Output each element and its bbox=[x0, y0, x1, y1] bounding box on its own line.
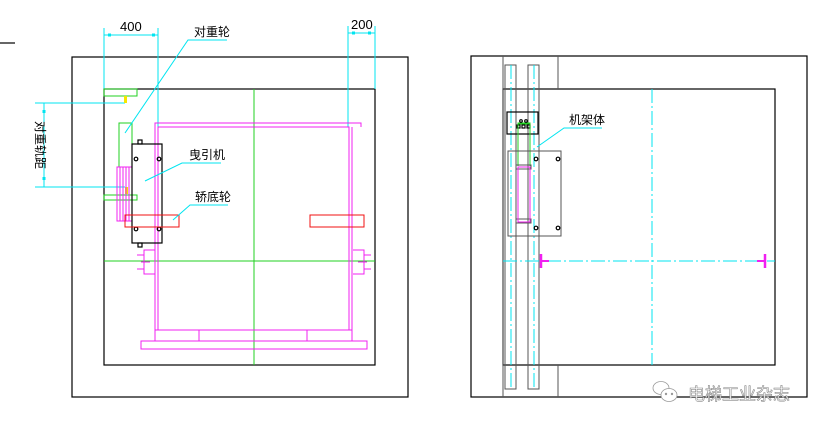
shaft-inner-wall bbox=[502, 88, 776, 366]
label-machine-frame: 机架体 bbox=[536, 113, 605, 148]
cw-rail-top bbox=[124, 96, 127, 103]
label-counterweight-sheave: 对重轮 bbox=[124, 25, 230, 134]
car-guide-left bbox=[137, 249, 155, 275]
dimension-200-text: 200 bbox=[351, 17, 373, 32]
svg-text:对重轮: 对重轮 bbox=[194, 25, 230, 39]
dimension-400: 400 bbox=[103, 19, 159, 127]
ropes bbox=[116, 166, 133, 222]
label-car-bottom-sheave: 轿底轮 bbox=[172, 189, 231, 221]
cw-rail-gauge-dimension: 对重轨距 bbox=[33, 102, 125, 188]
wechat-icon bbox=[652, 381, 678, 402]
shaft-inner-wall bbox=[103, 88, 376, 366]
car-guide-right bbox=[353, 249, 371, 275]
machine-head bbox=[506, 111, 539, 135]
watermark: 电梯工业杂志 bbox=[652, 381, 790, 405]
cw-rail-bracket-top bbox=[103, 88, 138, 97]
car-bottom-sheave-left bbox=[124, 214, 180, 228]
dimension-400-text: 400 bbox=[120, 19, 142, 34]
car-bottom-sheave-right bbox=[309, 214, 365, 228]
watermark-text: 电梯工业杂志 bbox=[688, 385, 790, 405]
right-plan-view: 机架体 bbox=[470, 55, 808, 398]
svg-text:曳引机: 曳引机 bbox=[189, 148, 225, 162]
svg-text:机架体: 机架体 bbox=[569, 113, 605, 127]
counterweight-sheave bbox=[118, 122, 133, 168]
cw-rail-gauge-label: 对重轨距 bbox=[33, 121, 47, 169]
traction-machine bbox=[131, 139, 163, 248]
shaft-outer-wall bbox=[470, 55, 808, 398]
label-traction-machine: 曳引机 bbox=[144, 148, 225, 182]
car-rail-left bbox=[539, 254, 549, 268]
svg-text:轿底轮: 轿底轮 bbox=[195, 189, 231, 204]
left-plan-view: 400 200 对重轨距 bbox=[33, 17, 409, 398]
shaft-outer-wall bbox=[71, 56, 409, 398]
car-rail-right bbox=[757, 254, 767, 268]
dimension-200: 200 bbox=[347, 17, 376, 127]
machine-frame bbox=[507, 150, 562, 237]
